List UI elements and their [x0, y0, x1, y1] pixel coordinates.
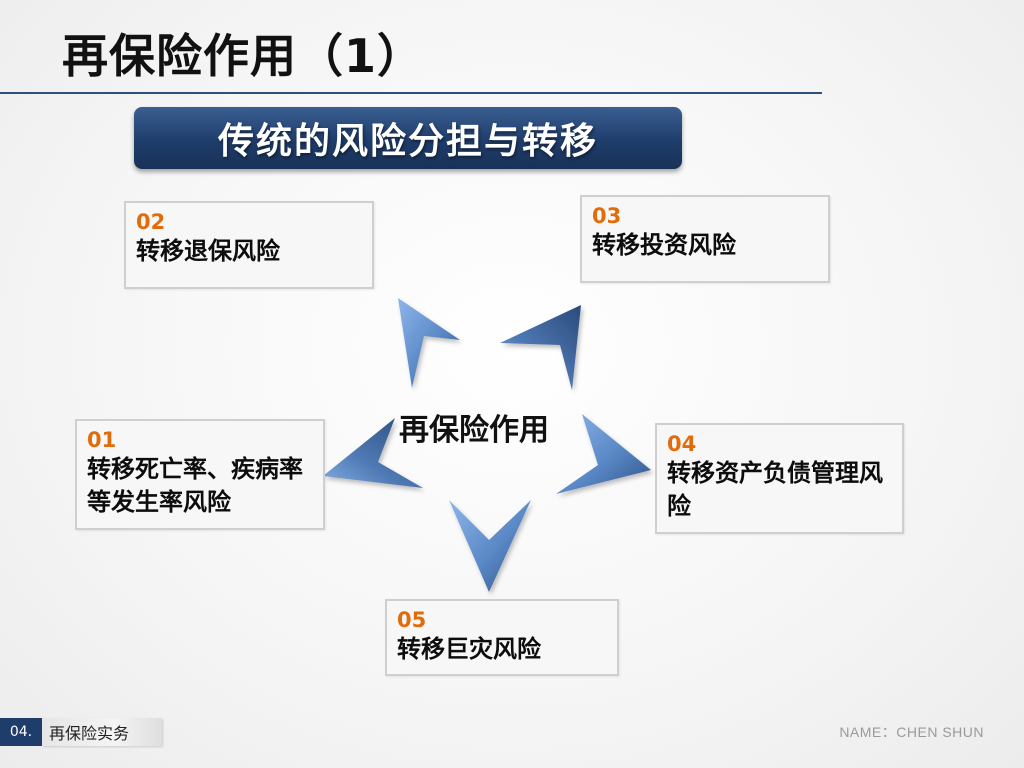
subtitle-banner: 传统的风险分担与转移 [134, 107, 682, 169]
item-number: 03 [592, 204, 622, 228]
item-card-01: 01 转移死亡率、疾病率等发生率风险 [75, 419, 325, 530]
arrow-to-item-04 [556, 414, 651, 494]
item-text: 转移退保风险 [136, 237, 280, 265]
subtitle-text: 传统的风险分担与转移 [217, 121, 598, 162]
item-card-03: 03 转移投资风险 [580, 195, 830, 283]
arrow-to-item-03 [500, 305, 581, 390]
arrow-to-item-01 [323, 418, 423, 488]
item-card-05: 05 转移巨灾风险 [385, 599, 619, 676]
item-number: 05 [397, 608, 427, 632]
item-number: 01 [87, 428, 117, 452]
item-text: 转移巨灾风险 [397, 635, 541, 663]
footer-section-title: 再保险实务 [42, 718, 162, 746]
item-text: 转移投资风险 [592, 231, 736, 259]
slide-title: 再保险作用（1） [62, 29, 425, 83]
item-text: 转移资产负债管理风险 [667, 459, 883, 520]
item-number: 02 [136, 210, 166, 234]
item-number: 04 [667, 432, 697, 456]
item-text: 转移死亡率、疾病率等发生率风险 [87, 455, 303, 516]
arrow-to-item-05 [449, 500, 531, 592]
center-label: 再保险作用 [399, 413, 549, 448]
footer-author: NAME：CHEN SHUN [839, 724, 984, 740]
item-card-02: 02 转移退保风险 [124, 201, 374, 289]
arrow-to-item-02 [398, 298, 460, 388]
footer-section-number: 04. [0, 718, 42, 746]
item-card-04: 04 转移资产负债管理风险 [655, 423, 904, 534]
title-divider [0, 92, 822, 94]
